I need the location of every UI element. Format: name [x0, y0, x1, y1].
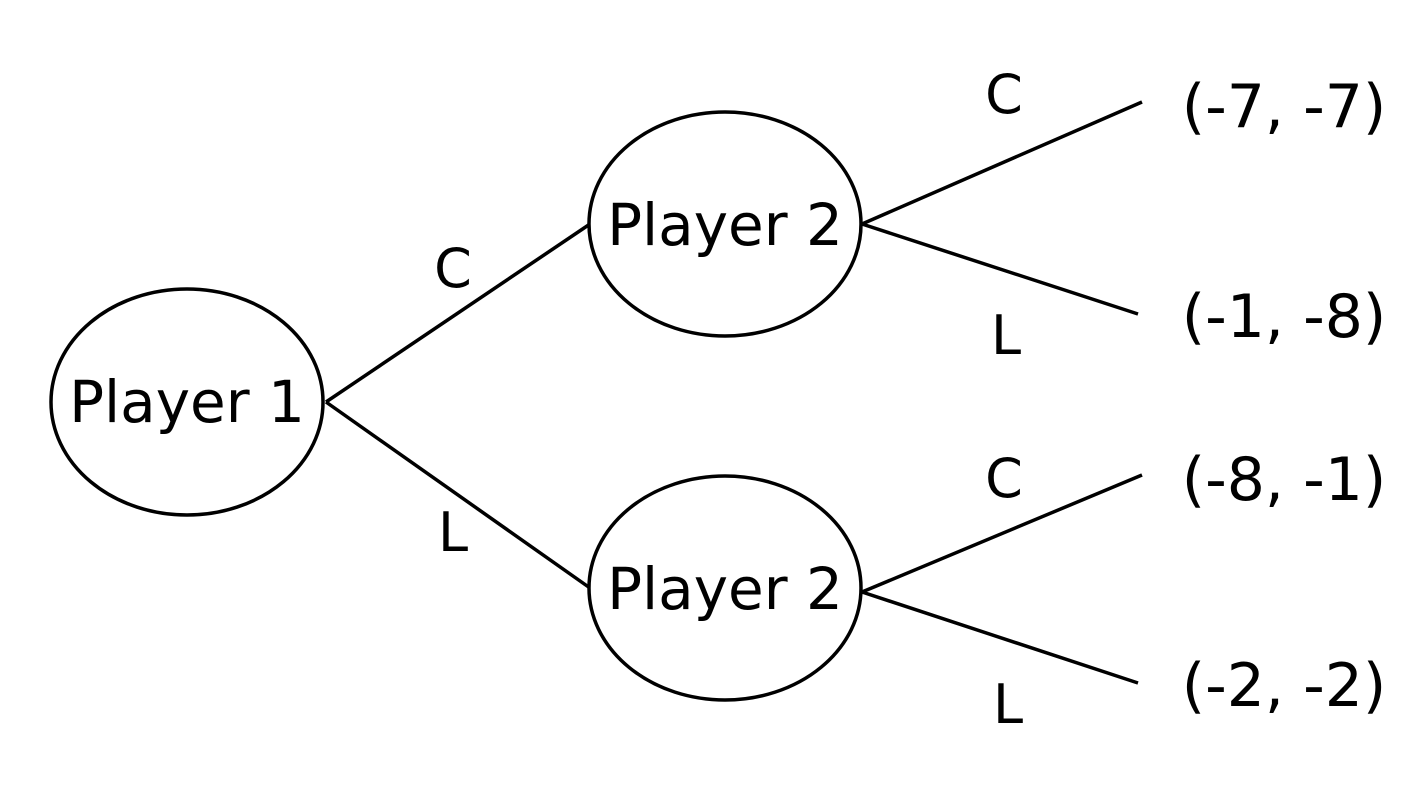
payoff-lc: (-8, -1)	[1182, 445, 1387, 515]
edge-label-upper-l: L	[991, 304, 1021, 367]
edge-label-lower-c: C	[985, 447, 1023, 510]
node-player-2-lower-label: Player 2	[607, 555, 843, 623]
node-player-1-ellipse	[49, 287, 325, 517]
edge-root-to-lower	[324, 400, 592, 590]
payoff-cc: (-7, -7)	[1182, 72, 1387, 142]
node-player-2-lower: Player 2	[587, 474, 863, 702]
node-player-2-upper-label: Player 2	[607, 191, 843, 259]
edge-label-lower-l: L	[993, 673, 1023, 736]
payoff-cl: (-1, -8)	[1182, 282, 1387, 352]
edge-root-to-upper	[325, 222, 591, 404]
edge-lower-c	[861, 473, 1143, 594]
edge-label-root-c: C	[434, 237, 472, 300]
node-player-1: Player 1	[49, 287, 325, 517]
node-player-2-lower-ellipse	[587, 474, 863, 702]
edge-label-root-l: L	[438, 501, 468, 564]
payoff-ll: (-2, -2)	[1182, 651, 1387, 721]
edge-upper-l	[861, 222, 1139, 316]
edge-label-upper-c: C	[985, 63, 1023, 126]
node-player-1-label: Player 1	[69, 368, 305, 436]
edge-lower-l	[861, 590, 1139, 685]
node-player-2-upper: Player 2	[587, 110, 863, 338]
edge-upper-c	[861, 100, 1143, 226]
node-player-2-upper-ellipse	[587, 110, 863, 338]
